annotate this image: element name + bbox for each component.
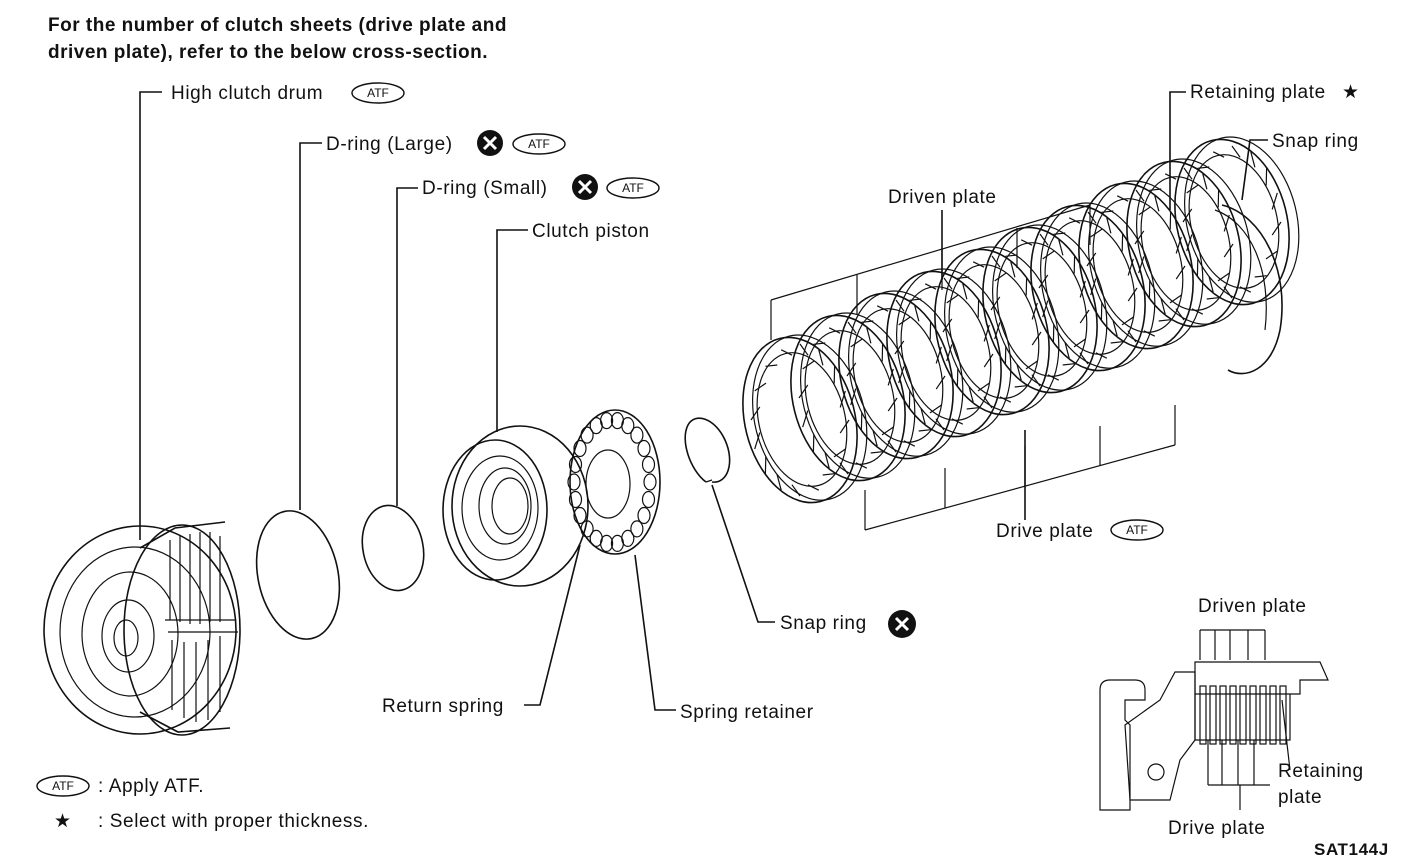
clutch-piston-part bbox=[442, 425, 589, 587]
cross-section-inset bbox=[1099, 629, 1329, 811]
snap-ring-front-part bbox=[684, 417, 731, 483]
intro-note: For the number of clutch sheets (drive p… bbox=[48, 12, 507, 66]
label-snap-ring-rear: Snap ring bbox=[1272, 131, 1359, 152]
label-return-spring: Return spring bbox=[382, 696, 504, 717]
d-ring-large-part bbox=[255, 510, 341, 640]
figure-code: SAT144J bbox=[1314, 840, 1389, 859]
label-drive-plate: Drive plate bbox=[996, 521, 1093, 542]
legend-atf-text: : Apply ATF. bbox=[98, 776, 204, 797]
intro-line-1: For the number of clutch sheets (drive p… bbox=[48, 15, 507, 36]
cross-section-label-driven-plate: Driven plate bbox=[1198, 596, 1307, 617]
spring-retainer-part bbox=[569, 409, 661, 555]
atf-badge-text: ATF bbox=[52, 779, 74, 793]
circled-x-icon bbox=[572, 174, 598, 200]
cross-section-label-drive-plate: Drive plate bbox=[1168, 818, 1265, 839]
d-ring-small-part bbox=[361, 504, 425, 592]
star-icon: ★ bbox=[54, 811, 72, 832]
atf-badge-text: ATF bbox=[622, 181, 644, 195]
atf-badge-text: ATF bbox=[528, 137, 550, 151]
high-clutch-drum-part bbox=[43, 521, 241, 736]
return-spring-part bbox=[567, 412, 657, 553]
label-retaining-plate: Retaining plate bbox=[1190, 82, 1326, 103]
label-high-clutch-drum: High clutch drum bbox=[171, 83, 323, 104]
intro-line-2: driven plate), refer to the below cross-… bbox=[48, 42, 488, 63]
atf-badge-text: ATF bbox=[367, 86, 389, 100]
atf-icon: ATF bbox=[36, 775, 90, 797]
label-d-ring-large: D-ring (Large) bbox=[326, 134, 453, 155]
label-snap-ring-front: Snap ring bbox=[780, 613, 867, 634]
clutch-pack bbox=[742, 136, 1300, 504]
atf-icon: ATF bbox=[351, 82, 405, 104]
legend-star-text: : Select with proper thickness. bbox=[98, 811, 369, 832]
snap-ring-rear-part bbox=[1221, 204, 1283, 375]
circled-x-icon bbox=[477, 130, 503, 156]
legend-atf: ATF : Apply ATF. bbox=[36, 775, 204, 797]
atf-badge-text: ATF bbox=[1126, 523, 1148, 537]
cross-section-label-retaining-line1: Retaining bbox=[1278, 761, 1364, 782]
legend-star: ★ : Select with proper thickness. bbox=[54, 811, 369, 832]
leader-lines bbox=[139, 91, 1268, 711]
label-d-ring-small: D-ring (Small) bbox=[422, 178, 548, 199]
circled-x-icon bbox=[888, 610, 916, 638]
star-icon: ★ bbox=[1342, 82, 1360, 103]
drive-plate-bracket bbox=[864, 405, 1176, 531]
label-spring-retainer: Spring retainer bbox=[680, 702, 814, 723]
label-clutch-piston: Clutch piston bbox=[532, 221, 650, 242]
atf-icon: ATF bbox=[1110, 519, 1164, 541]
atf-icon: ATF bbox=[512, 133, 566, 155]
atf-icon: ATF bbox=[606, 177, 660, 199]
cross-section-label-retaining-line2: plate bbox=[1278, 787, 1322, 808]
label-driven-plate: Driven plate bbox=[888, 187, 997, 208]
